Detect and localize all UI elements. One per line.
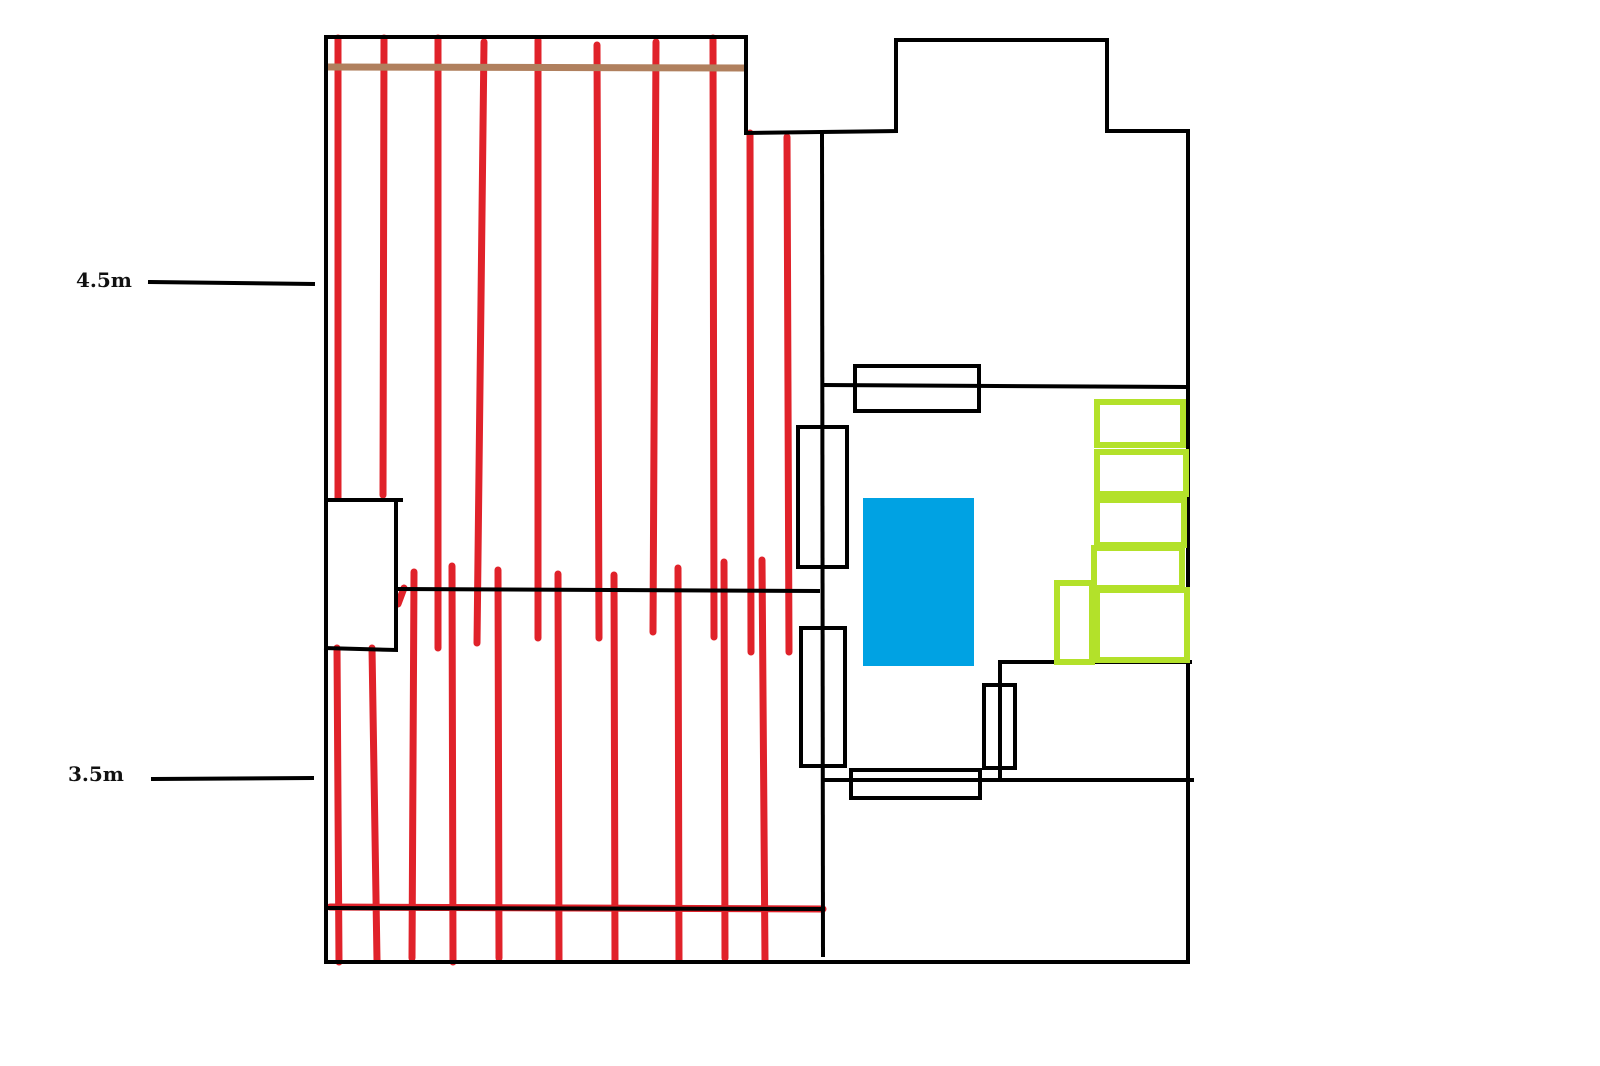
pipe-line <box>408 568 418 962</box>
window-box <box>853 364 981 413</box>
dimension-line-lower <box>150 775 315 782</box>
green-unit <box>1094 587 1190 663</box>
window-box <box>849 768 982 800</box>
pipe-line <box>746 129 755 656</box>
green-unit <box>1094 399 1186 448</box>
window-box <box>796 425 849 569</box>
pipe-line <box>333 644 343 966</box>
blue-block <box>863 498 974 666</box>
green-unit <box>1091 545 1185 591</box>
pipe-line <box>368 644 381 964</box>
pipe-line <box>554 570 563 964</box>
pipe-line <box>674 564 683 964</box>
outer-wall <box>324 35 1190 964</box>
pipe-line <box>379 34 388 499</box>
dimension-line-upper <box>147 279 316 287</box>
interior-wall <box>395 586 821 594</box>
interior-wall <box>819 130 826 958</box>
pipe-line <box>494 566 503 962</box>
pipe-line <box>783 133 793 656</box>
walls <box>147 35 1194 964</box>
window-box <box>799 626 847 768</box>
pipe-line <box>448 562 457 966</box>
dimension-label-lower: 3.5m <box>68 762 124 786</box>
interior-wall <box>821 382 1188 390</box>
green-units <box>1054 399 1190 665</box>
pipe-line <box>720 558 729 962</box>
pipe-line <box>473 38 488 647</box>
small-room-wall <box>323 498 403 653</box>
green-unit <box>1094 449 1189 497</box>
interior-wall <box>327 905 826 912</box>
window-box <box>982 683 1017 770</box>
dimension-label-upper: 4.5m <box>76 268 132 292</box>
green-unit <box>1054 580 1095 665</box>
pipe-line <box>709 34 718 641</box>
pipe-line <box>610 571 619 964</box>
pipe-line <box>593 41 603 642</box>
pipe-line <box>758 556 769 964</box>
red-pipe-lines <box>326 34 827 966</box>
pipe-line <box>649 38 660 636</box>
brown-beam-line <box>327 63 746 72</box>
green-unit <box>1094 497 1187 548</box>
